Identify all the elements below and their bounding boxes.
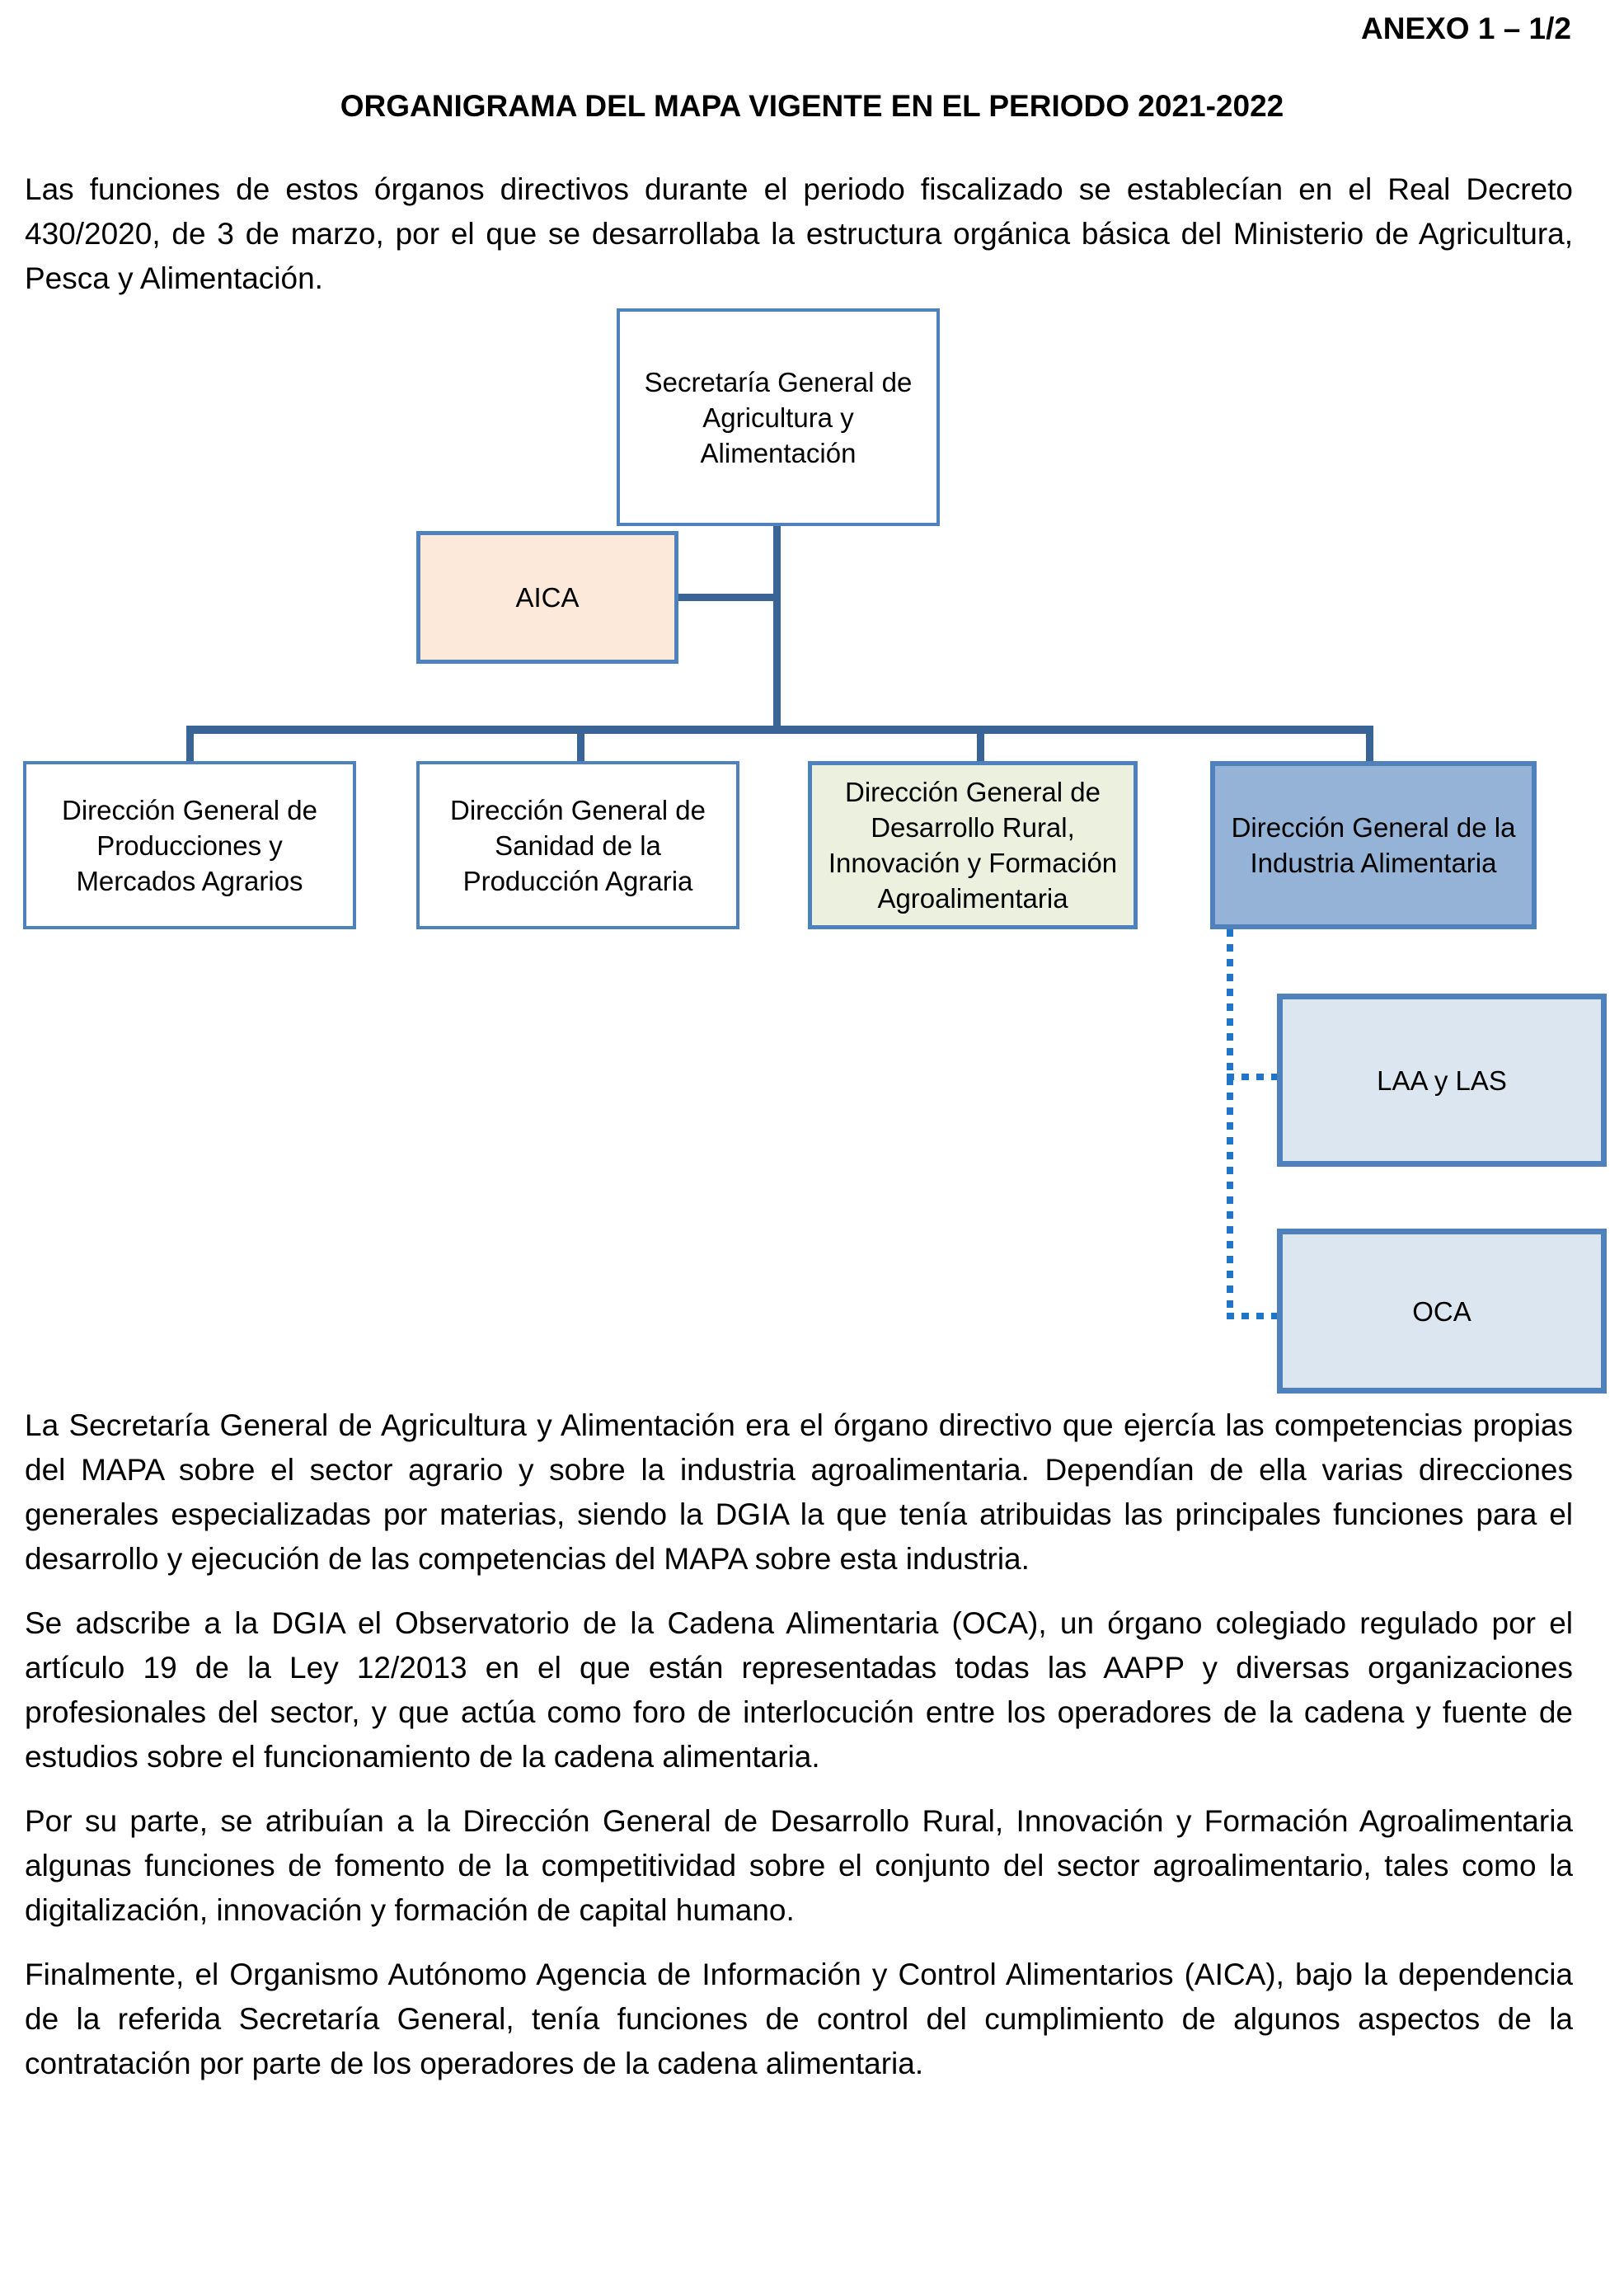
- paragraph-secretaria-general: La Secretaría General de Agricultura y A…: [25, 1408, 1573, 1576]
- paragraph-aica: Finalmente, el Organismo Autónomo Agenci…: [25, 1958, 1573, 2080]
- connector-aica-stub: [676, 594, 780, 601]
- dashed-connector-oca: [1227, 1313, 1279, 1319]
- paragraph-intro: Las funciones de estos órganos directivo…: [25, 172, 1573, 295]
- connector-drop-desarrollo: [977, 731, 984, 764]
- connector-drop-industria: [1366, 731, 1373, 764]
- connector-drop-producciones: [186, 731, 194, 764]
- org-node-secretaria-general: Secretaría General de Agricultura y Alim…: [617, 308, 940, 526]
- dashed-connector-vertical: [1227, 929, 1233, 1315]
- org-node-dg-desarrollo-rural: Dirección General de Desarrollo Rural, I…: [808, 761, 1138, 929]
- connector-drop-sanidad: [577, 731, 584, 764]
- body-text-block: La Secretaría General de Agricultura y A…: [25, 1403, 1573, 2106]
- org-node-dg-industria-alimentaria: Dirección General de la Industria Alimen…: [1210, 761, 1537, 929]
- page-title: ORGANIGRAMA DEL MAPA VIGENTE EN EL PERIO…: [340, 89, 1284, 123]
- org-node-aica: AICA: [416, 531, 678, 664]
- connector-sga-trunk: [773, 523, 781, 734]
- org-chart: Secretaría General de Agricultura y Alim…: [0, 308, 1624, 1394]
- paragraph-oca: Se adscribe a la DGIA el Observatorio de…: [25, 1606, 1573, 1774]
- org-node-oca: OCA: [1277, 1229, 1607, 1394]
- org-node-laa-las: LAA y LAS: [1277, 994, 1607, 1167]
- org-node-dg-producciones: Dirección General de Producciones y Merc…: [23, 761, 356, 929]
- page-annex-label: ANEXO 1 – 1/2: [1360, 12, 1571, 45]
- org-node-dg-sanidad: Dirección General de Sanidad de la Produ…: [416, 761, 739, 929]
- paragraph-desarrollo-rural: Por su parte, se atribuían a la Direcció…: [25, 1804, 1573, 1927]
- dashed-connector-laa: [1227, 1074, 1279, 1080]
- connector-horizontal-bar: [186, 726, 1373, 734]
